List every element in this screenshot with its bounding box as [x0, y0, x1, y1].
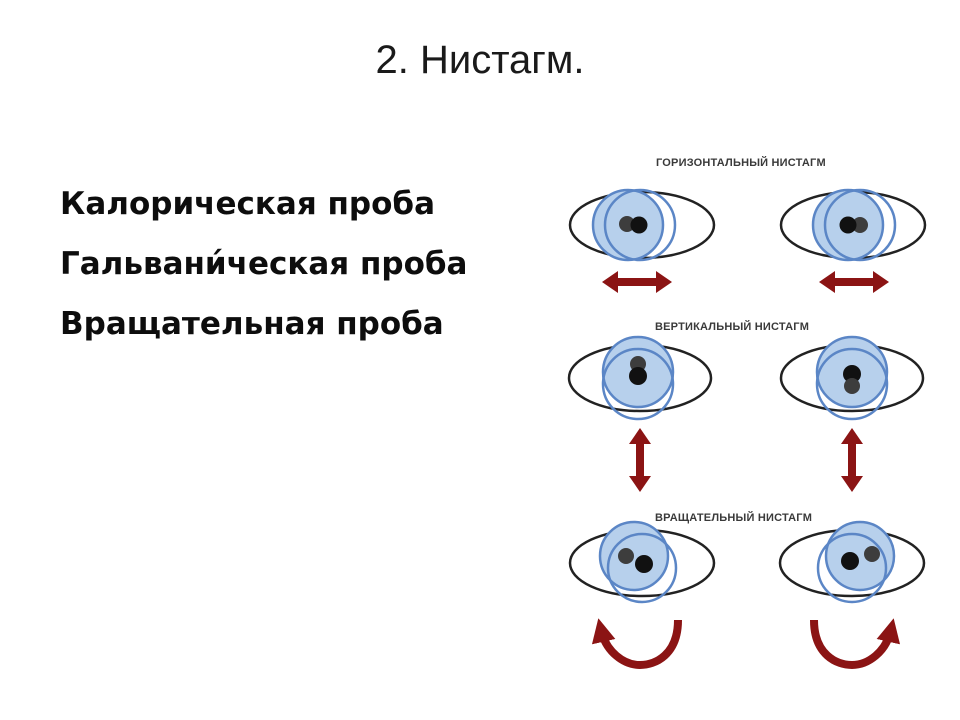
arrow-horizontal-left	[602, 271, 672, 293]
heading-vertical-nystagmus: ВЕРТИКАЛЬНЫЙ НИСТАГМ	[655, 320, 809, 333]
nystagmus-figure: ГОРИЗОНТАЛЬНЫЙ НИСТАГМ ВЕРТИКАЛЬНЫЙ НИСТ…	[567, 156, 927, 670]
heading-rotational-nystagmus: ВРАЩАТЕЛЬНЫЙ НИСТАГМ	[655, 511, 812, 524]
eye-rotational-left	[568, 520, 716, 604]
eye-horizontal-right	[779, 188, 927, 262]
eye-vertical-right	[779, 335, 925, 421]
list-item-rotational-test: Вращательная проба	[60, 306, 444, 342]
list-item-caloric-test: Калорическая проба	[60, 186, 435, 222]
list-item-galvanic-test: Гальвани́ческая проба	[60, 246, 468, 282]
heading-horizontal-nystagmus: ГОРИЗОНТАЛЬНЫЙ НИСТАГМ	[656, 156, 826, 169]
slide-title: 2. Нистагм.	[375, 38, 585, 82]
eye-horizontal-left	[568, 188, 716, 262]
arrow-vertical-right	[841, 428, 863, 492]
eye-vertical-left	[567, 335, 713, 421]
arrow-rotational-left	[591, 618, 682, 670]
test-list: Калорическая проба Гальвани́ческая проба…	[60, 180, 467, 360]
arrow-vertical-left	[629, 428, 651, 492]
eye-rotational-right	[778, 520, 926, 604]
arrow-horizontal-right	[819, 271, 889, 293]
arrow-rotational-right	[810, 618, 901, 670]
